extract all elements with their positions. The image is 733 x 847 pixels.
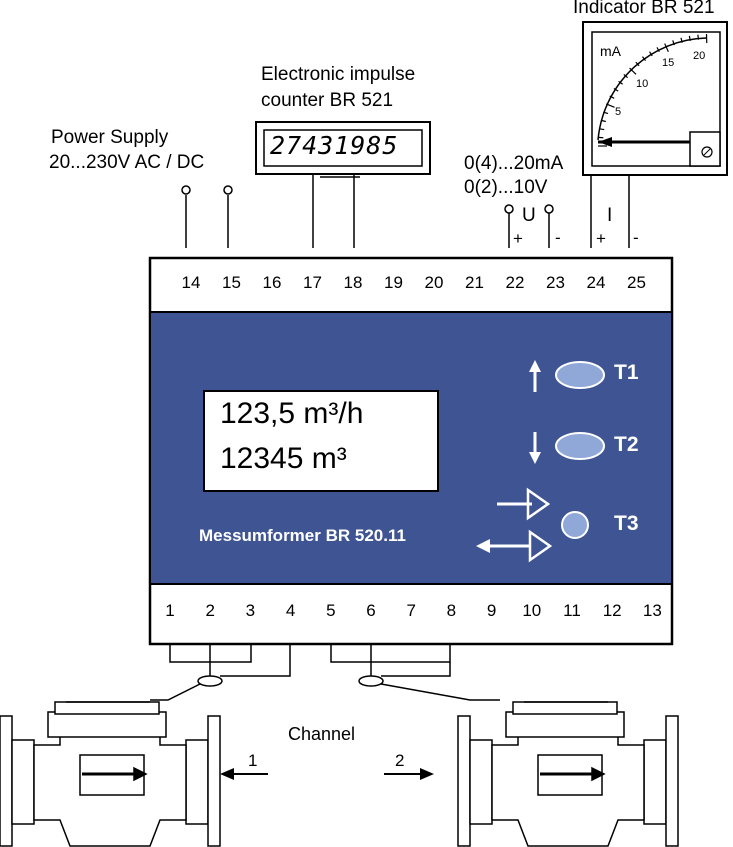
voltage-output-label: 0(2)...10V xyxy=(464,177,548,198)
terminal-3: 3 xyxy=(245,601,256,620)
terminal-2: 2 xyxy=(205,601,215,620)
terminal-23: 23 xyxy=(546,273,565,292)
channel-2-label: 2 xyxy=(395,751,405,770)
terminal-22: 22 xyxy=(505,273,525,292)
counter-display xyxy=(263,129,423,167)
current-output-label: 0(4)...20mA xyxy=(464,153,564,174)
channel-2-arrow-icon xyxy=(384,768,434,780)
cable-shield-icon xyxy=(358,675,384,687)
channel-1-label: 1 xyxy=(248,751,258,770)
indicator-scale-15: 15 xyxy=(662,57,675,69)
power-supply-label: Power Supply xyxy=(51,127,169,148)
indicator-adjuster-box xyxy=(689,131,721,167)
terminal-8: 8 xyxy=(446,601,457,620)
terminal-24: 24 xyxy=(586,273,606,292)
terminal-18: 18 xyxy=(343,273,363,292)
terminal-12: 12 xyxy=(602,601,622,620)
terminal-14-connector-icon xyxy=(181,185,191,195)
indicator-scale-arc xyxy=(597,37,707,141)
terminal-9: 9 xyxy=(486,601,497,620)
terminal-16: 16 xyxy=(262,273,282,292)
indicator-scale-20: 20 xyxy=(693,50,706,62)
water-meter-right xyxy=(457,701,679,847)
terminal-23-minus-label: - xyxy=(555,228,561,247)
terminal-21: 21 xyxy=(465,273,484,292)
indicator-unit: mA xyxy=(600,43,621,59)
water-meter-left xyxy=(0,701,221,847)
counter-label-line2: counter BR 521 xyxy=(261,90,394,111)
indicator-label: Indicator BR 521 xyxy=(573,0,715,18)
device-name: Messumformer BR 520.11 xyxy=(199,526,406,545)
arrow-back-icon xyxy=(476,529,553,563)
terminal-7: 7 xyxy=(406,601,416,620)
indicator-needle-tip xyxy=(598,137,612,147)
arrow-enter-icon xyxy=(497,487,551,521)
terminal-22-plus-label: + xyxy=(513,229,523,248)
terminal-1: 1 xyxy=(165,601,175,620)
terminal-22-connector-icon xyxy=(504,204,514,214)
power-supply-voltage: 20...230V AC / DC xyxy=(49,152,205,173)
channel-label: Channel xyxy=(288,724,356,744)
terminal-11: 11 xyxy=(563,601,581,620)
t3-label: T3 xyxy=(614,512,639,535)
arrow-up-icon xyxy=(529,360,541,392)
channel-1-arrow-icon xyxy=(220,768,268,780)
terminal-17: 17 xyxy=(303,273,322,292)
device-lcd-display xyxy=(203,390,439,492)
terminal-24-plus-label: + xyxy=(596,229,606,248)
terminal-23-connector-icon xyxy=(544,204,554,214)
indicator-scale-5: 5 xyxy=(615,106,622,118)
counter-label-line1: Electronic impulse xyxy=(261,64,416,85)
terminal-19: 19 xyxy=(384,273,403,292)
terminal-6: 6 xyxy=(366,601,376,620)
current-i-label: I xyxy=(607,205,613,226)
terminal-25-minus-label: - xyxy=(633,228,639,247)
terminal-25: 25 xyxy=(627,273,646,292)
terminal-20: 20 xyxy=(424,273,444,292)
terminal-14: 14 xyxy=(181,273,201,292)
indicator-scale-10: 10 xyxy=(636,78,649,90)
terminal-15-connector-icon xyxy=(223,185,233,195)
counter-display-value: 27431985 xyxy=(270,131,399,160)
terminal-10: 10 xyxy=(522,601,542,620)
arrow-down-icon xyxy=(529,432,541,464)
voltage-u-label: U xyxy=(522,205,536,226)
terminal-13: 13 xyxy=(642,601,662,620)
t2-label: T2 xyxy=(614,433,639,456)
t2-button[interactable] xyxy=(555,432,605,460)
terminal-4: 4 xyxy=(285,601,296,620)
terminal-5: 5 xyxy=(326,601,336,620)
indicator-scale-ticks xyxy=(598,34,708,147)
total-volume-reading: 12345 m³ xyxy=(220,442,347,475)
terminal-15: 15 xyxy=(222,273,241,292)
t1-label: T1 xyxy=(614,361,639,384)
t3-button[interactable] xyxy=(561,511,589,539)
flow-rate-reading: 123,5 m³/h xyxy=(220,397,364,430)
t1-button[interactable] xyxy=(555,361,605,389)
cable-shield-icon xyxy=(197,675,223,687)
